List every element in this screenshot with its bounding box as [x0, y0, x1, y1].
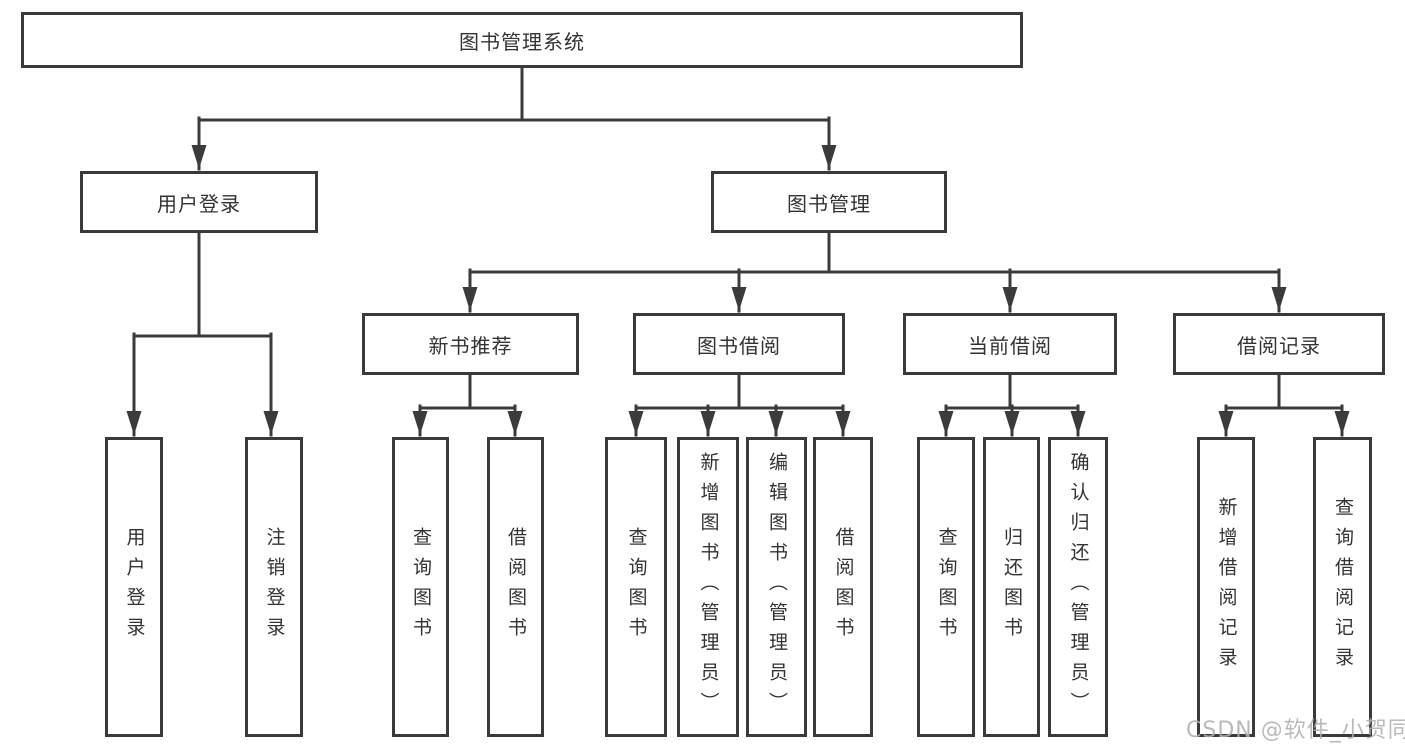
- node-add-borrow-record-label: 新增借阅记录: [1215, 497, 1238, 677]
- node-add-borrow-record: 新增借阅记录: [1197, 437, 1255, 737]
- node-root: 图书管理系统: [21, 12, 1023, 68]
- node-logout-label: 注销登录: [263, 527, 286, 647]
- node-return-book-label: 归还图书: [1001, 527, 1023, 647]
- node-edit-book-admin: 编辑图书（管理员）: [746, 437, 807, 737]
- node-user-login-label: 用户登录: [123, 527, 146, 647]
- node-edit-book-admin-label: 编辑图书（管理员）: [766, 452, 788, 722]
- node-borrow-book-newbook-label: 借阅图书: [505, 527, 527, 647]
- node-borrow-book-borrow-label: 借阅图书: [832, 527, 855, 647]
- node-new-book-recommend-label: 新书推荐: [428, 333, 513, 358]
- node-query-book-newbook-label: 查询图书: [410, 527, 432, 647]
- node-borrow-records: 借阅记录: [1173, 313, 1385, 375]
- node-query-book-newbook: 查询图书: [392, 437, 449, 737]
- node-add-book-admin-label: 新增图书（管理员）: [697, 452, 720, 722]
- node-return-book: 归还图书: [983, 437, 1040, 737]
- node-query-borrow-record: 查询借阅记录: [1313, 437, 1372, 737]
- node-book-borrowing: 图书借阅: [633, 313, 845, 375]
- node-borrow-book-borrow: 借阅图书: [813, 437, 873, 737]
- node-borrow-book-newbook: 借阅图书: [487, 437, 544, 737]
- node-root-label: 图书管理系统: [459, 29, 585, 54]
- node-borrow-records-label: 借阅记录: [1237, 333, 1321, 358]
- node-query-book-borrow-label: 查询图书: [625, 527, 648, 647]
- node-user-login-branch-label: 用户登录: [157, 191, 241, 216]
- node-book-management-label: 图书管理: [787, 191, 871, 216]
- node-book-management: 图书管理: [711, 171, 947, 233]
- node-add-book-admin: 新增图书（管理员）: [677, 437, 739, 737]
- node-confirm-return-admin: 确认归还（管理员）: [1048, 437, 1108, 737]
- csdn-watermark: CSDN @软件_小贺同学: [1186, 718, 1405, 743]
- node-query-book-current-label: 查询图书: [935, 527, 958, 647]
- node-query-book-borrow: 查询图书: [605, 437, 667, 737]
- node-query-borrow-record-label: 查询借阅记录: [1332, 497, 1354, 677]
- node-user-login: 用户登录: [105, 437, 163, 737]
- node-query-book-current: 查询图书: [917, 437, 975, 737]
- node-book-borrowing-label: 图书借阅: [697, 333, 781, 358]
- node-user-login-branch: 用户登录: [80, 171, 318, 233]
- node-confirm-return-admin-label: 确认归还（管理员）: [1067, 452, 1090, 722]
- node-logout: 注销登录: [245, 437, 303, 737]
- node-current-borrowing: 当前借阅: [903, 313, 1117, 375]
- node-new-book-recommend: 新书推荐: [362, 313, 579, 375]
- node-current-borrowing-label: 当前借阅: [968, 333, 1052, 358]
